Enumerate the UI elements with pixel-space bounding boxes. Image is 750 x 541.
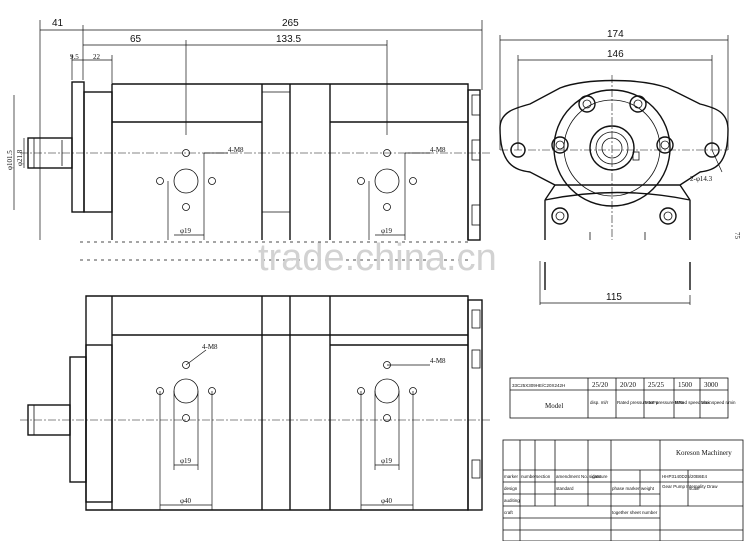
label-phase: phase marker (612, 486, 640, 491)
port-span-2: φ40 (381, 497, 393, 505)
max-speed-value: 3000 (704, 381, 719, 389)
dim-pilot-dia: φ101.5 (6, 150, 14, 170)
dim-22: 22 (93, 53, 101, 61)
part-number: HHP3140D25/20B6E4 (662, 474, 708, 479)
label-auditing: auditing (504, 498, 520, 503)
dim-174: 174 (607, 29, 624, 40)
title-block: Koreson Machinery HHP3140D25/20B6E4 Gear… (502, 439, 744, 541)
dim-133-5: 133.5 (276, 34, 301, 45)
top-dimensions: 41 265 65 133.5 9.5 22 (39, 18, 483, 240)
company-name: Koreson Machinery (676, 449, 732, 457)
rated-speed-value: 1500 (678, 381, 693, 389)
port-dia-4: φ19 (381, 457, 393, 465)
max-pressure-value: 25/25 (648, 381, 664, 389)
end-view: 174 146 2-φ14.3 75 (499, 29, 741, 305)
thread-label-3: 4-M8 (202, 343, 218, 351)
model-label: Model (545, 402, 563, 410)
label-design: design (504, 486, 518, 491)
dim-65: 65 (130, 34, 142, 45)
dim-146: 146 (607, 49, 624, 60)
thread-label-4: 4-M8 (430, 357, 446, 365)
label-signature: signature (589, 474, 608, 479)
dim-115: 115 (606, 292, 622, 303)
dim-41: 41 (52, 18, 64, 29)
thread-label-2: 4-M8 (430, 146, 446, 154)
port-dia-3: φ19 (180, 457, 192, 465)
col-max-speed: Max. speed r/min (701, 400, 736, 405)
part-name: Gear Pump Internality Draw (662, 484, 718, 489)
col-max-pressure: Max. pressure MPa (645, 400, 685, 405)
model-code: 33C25X309HE/C20X242H (512, 383, 565, 388)
port-span-1: φ40 (180, 497, 192, 505)
label-standard: standard (556, 486, 574, 491)
label-section: section (536, 474, 551, 479)
label-together: together sheet number (612, 510, 658, 515)
label-amendment: amendment No. (556, 474, 588, 479)
thread-label-1: 4-M8 (228, 146, 244, 154)
label-weight: weight (641, 486, 655, 491)
mount-hole-label: 2-φ14.3 (690, 175, 713, 183)
edge-mark: 75 (733, 232, 741, 240)
col-rated-speed: Rated speed r/min (675, 400, 712, 405)
label-date: date (592, 474, 601, 479)
port-dia-1: φ19 (180, 227, 192, 235)
col-rated-pressure: Rated pressure MPa (617, 400, 659, 405)
disp-value: 25/20 (592, 381, 608, 389)
watermark: trade.china.cn (258, 237, 497, 279)
dim-265: 265 (282, 18, 299, 29)
spec-table: 33C25X309HE/C20X242H Model 25/20 20/20 2… (509, 377, 736, 419)
label-number: number (521, 474, 537, 479)
label-craft: craft (504, 510, 514, 515)
dim-9-5: 9.5 (70, 53, 79, 61)
lower-side-view: 4-M8 φ19 φ40 4-M8 φ19 φ40 (20, 295, 490, 511)
port-dia-2: φ19 (381, 227, 393, 235)
upper-side-view: 4-M8 φ19 4-M8 φ19 φ101.5 φ21.8 (6, 81, 490, 241)
label-marker: marker (504, 474, 519, 479)
dim-shaft-dia: φ21.8 (16, 149, 24, 166)
pressure-value: 20/20 (620, 381, 636, 389)
label-scale: scale (689, 486, 700, 491)
col-disp: disp. ml/r (590, 400, 609, 405)
